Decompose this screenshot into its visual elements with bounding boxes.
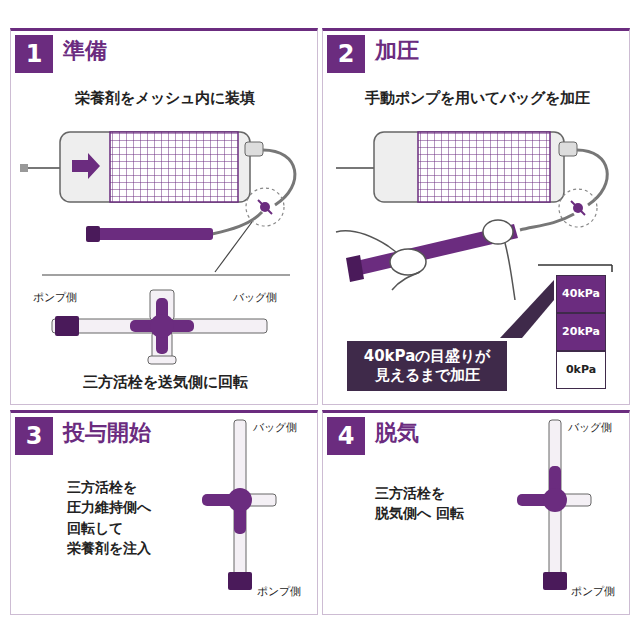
step-title: 加圧	[375, 37, 419, 65]
gauge-mark: 20kPa	[562, 325, 600, 339]
gauge-mark: 40kPa	[562, 287, 600, 301]
instruction-text: 手動ポンプを用いてバッグを加圧	[323, 89, 631, 108]
callout-box: 40kPaの目盛りが 見えるまで加圧	[347, 341, 507, 391]
stopcock-vertical	[517, 420, 591, 590]
step-title: 脱気	[375, 419, 419, 447]
step-panel: 脱気 バッグ側三方活栓を 脱気側へ 回転ポンプ側 4	[322, 410, 630, 615]
instruction-text: バッグ側	[253, 421, 297, 435]
step-number-badge: 4	[327, 417, 365, 455]
instruction-text: バッグ側	[233, 291, 277, 305]
pressurize-illustration	[336, 132, 612, 338]
callout-text: 40kPaの目盛りが 見えるまで加圧	[355, 347, 499, 385]
stopcock-vertical	[202, 420, 276, 590]
pressure-gauge-cell: 20kPa	[556, 313, 606, 351]
pressure-gauge-cell: 40kPa	[556, 275, 606, 313]
instruction-text: 栄養剤をメッシュ内に装填	[11, 89, 319, 108]
instruction-text: バッグ側	[568, 421, 612, 435]
step-number-badge: 1	[15, 35, 53, 73]
instruction-text: ポンプ側	[257, 585, 301, 599]
gauge-mark: 0kPa	[566, 363, 596, 377]
step-number-badge: 2	[327, 35, 365, 73]
step-panel: 加圧手動ポンプを用いてバッグを加圧 2 40kPa 20kPa 0kPa 40kPaの目盛…	[322, 28, 630, 405]
step-number: 2	[338, 42, 355, 66]
instruction-text: ポンプ側	[571, 585, 615, 599]
instruction-text: 三方活栓を 圧力維持側へ 回転して 栄養剤を注入	[67, 477, 177, 558]
step-number: 1	[26, 42, 43, 66]
instruction-text: 三方活栓を 脱気側へ 回転	[375, 483, 470, 524]
instruction-text: 三方活栓を送気側に回転	[11, 373, 319, 392]
step-number-badge: 3	[15, 417, 53, 455]
step-title: 準備	[63, 37, 107, 65]
step-panel: 準備栄養剤をメッシュ内に装填ポンプ側 バッグ側三方活栓を送気側に回転 1	[10, 28, 318, 405]
feeding-bag	[20, 132, 295, 275]
step-number: 4	[338, 424, 355, 448]
step-number: 3	[26, 424, 43, 448]
instruction-text: ポンプ側	[33, 291, 77, 305]
step-panel: 投与開始 バッグ側三方活栓を 圧力維持側へ 回転して 栄養剤を注入ポンプ側 3	[10, 410, 318, 615]
step-title: 投与開始	[63, 419, 151, 447]
pressure-gauge-cell: 0kPa	[556, 351, 606, 389]
